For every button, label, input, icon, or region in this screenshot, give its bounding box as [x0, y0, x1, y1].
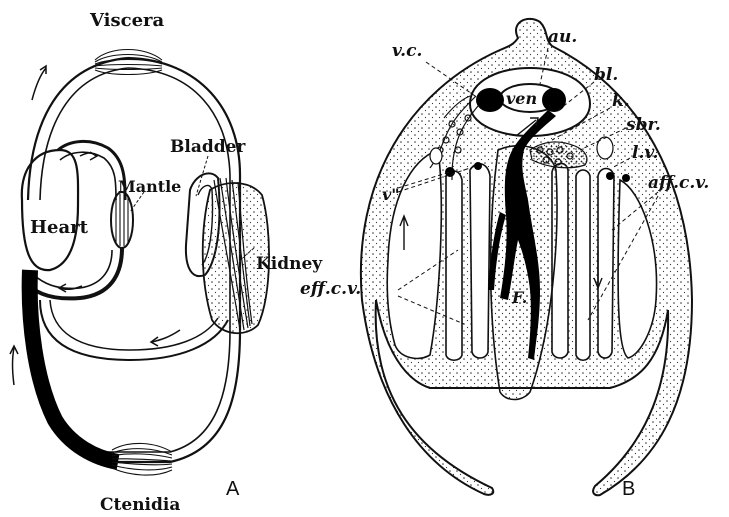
label-mantle: Mantle — [118, 177, 181, 196]
label-k: k. — [612, 91, 630, 111]
panel-letter-a: A — [226, 478, 240, 500]
label-heart: Heart — [30, 217, 89, 238]
label-sbr: sbr. — [625, 115, 661, 135]
panel-b: v.c. au. ven bl. k. sbr. l.v. v" aff.c.v… — [300, 19, 709, 500]
label-kidney: Kidney — [256, 254, 323, 274]
auricle-left — [476, 88, 504, 112]
label-vc: v.c. — [392, 41, 422, 61]
label-viscera: Viscera — [89, 10, 165, 31]
label-ven: ven — [506, 89, 537, 108]
label-lv: l.v. — [632, 143, 658, 163]
outer-vessel-inner — [40, 68, 230, 452]
mantle-return-vessel — [24, 248, 122, 298]
mantle-capillaries — [111, 192, 133, 248]
label-bl: bl. — [594, 65, 618, 85]
label-F: F. — [511, 288, 527, 307]
label-effcv: eff.c.v. — [300, 279, 361, 299]
label-au: au. — [548, 27, 577, 47]
lower-vessel-loop — [40, 300, 228, 360]
heart-to-mantle-loop — [58, 141, 125, 200]
label-affcv: aff.c.v. — [648, 173, 709, 193]
label-vpp: v" — [382, 185, 400, 204]
panel-letter-b: B — [622, 478, 635, 500]
auricle-right — [542, 88, 566, 112]
ctenidia-capillaries — [112, 443, 172, 475]
panel-a: Viscera Mantle Heart Bladder Kidney Cten… — [10, 10, 323, 515]
label-ctenidia: Ctenidia — [100, 495, 180, 515]
label-bladder: Bladder — [170, 137, 246, 157]
